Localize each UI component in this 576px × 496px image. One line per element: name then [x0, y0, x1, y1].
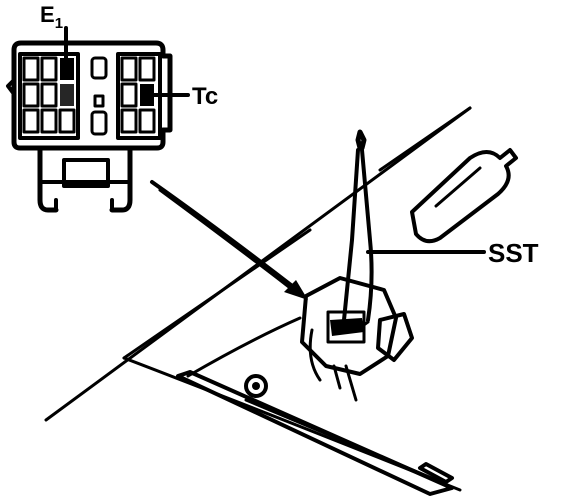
pointer-arrow [150, 180, 308, 300]
svg-text:SST: SST [488, 238, 539, 268]
sst-label: SST [366, 238, 539, 268]
e1-label: E1 [40, 2, 68, 60]
vehicle-body [44, 106, 472, 496]
svg-text:E1: E1 [40, 2, 63, 32]
right-terminal-grid [120, 56, 156, 134]
relay-component [410, 148, 518, 244]
vehicle-connector [300, 276, 414, 402]
sst-wire [342, 129, 374, 329]
svg-text:Tc: Tc [192, 83, 218, 110]
tc-label: Tc [152, 83, 218, 110]
left-terminal-grid [22, 56, 76, 134]
check-connector [6, 40, 173, 213]
